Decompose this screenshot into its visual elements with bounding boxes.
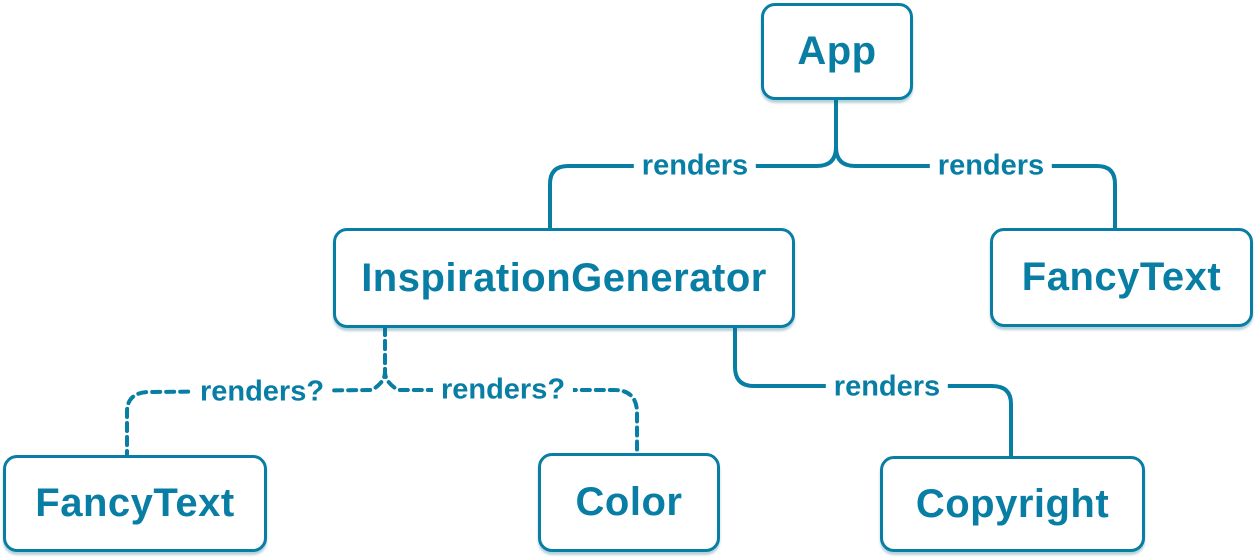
node-color-label: Color	[575, 480, 683, 524]
edge-label-renders-copyright: renders	[825, 370, 949, 404]
node-app: App	[761, 3, 913, 100]
edge-label-renders-app-fancytext: renders	[929, 149, 1053, 183]
edge-label-renders-app-inspiration: renders	[633, 149, 757, 183]
node-copyright-label: Copyright	[915, 481, 1110, 526]
node-app-label: App	[797, 29, 877, 73]
node-copyright: Copyright	[880, 456, 1145, 552]
node-fancy-text-bottom: FancyText	[3, 455, 267, 552]
node-fancy-text-bottom-label: FancyText	[35, 481, 235, 525]
edge-label-renders-conditional-color: renders?	[432, 373, 574, 407]
node-inspiration-generator-label: InspirationGenerator	[361, 255, 767, 300]
node-fancy-text-top-label: FancyText	[1021, 255, 1222, 299]
edge-label-renders-conditional-fancytext: renders?	[191, 375, 333, 409]
node-inspiration-generator: InspirationGenerator	[333, 228, 795, 328]
node-fancy-text-top: FancyText	[990, 228, 1253, 327]
node-color: Color	[538, 453, 720, 552]
